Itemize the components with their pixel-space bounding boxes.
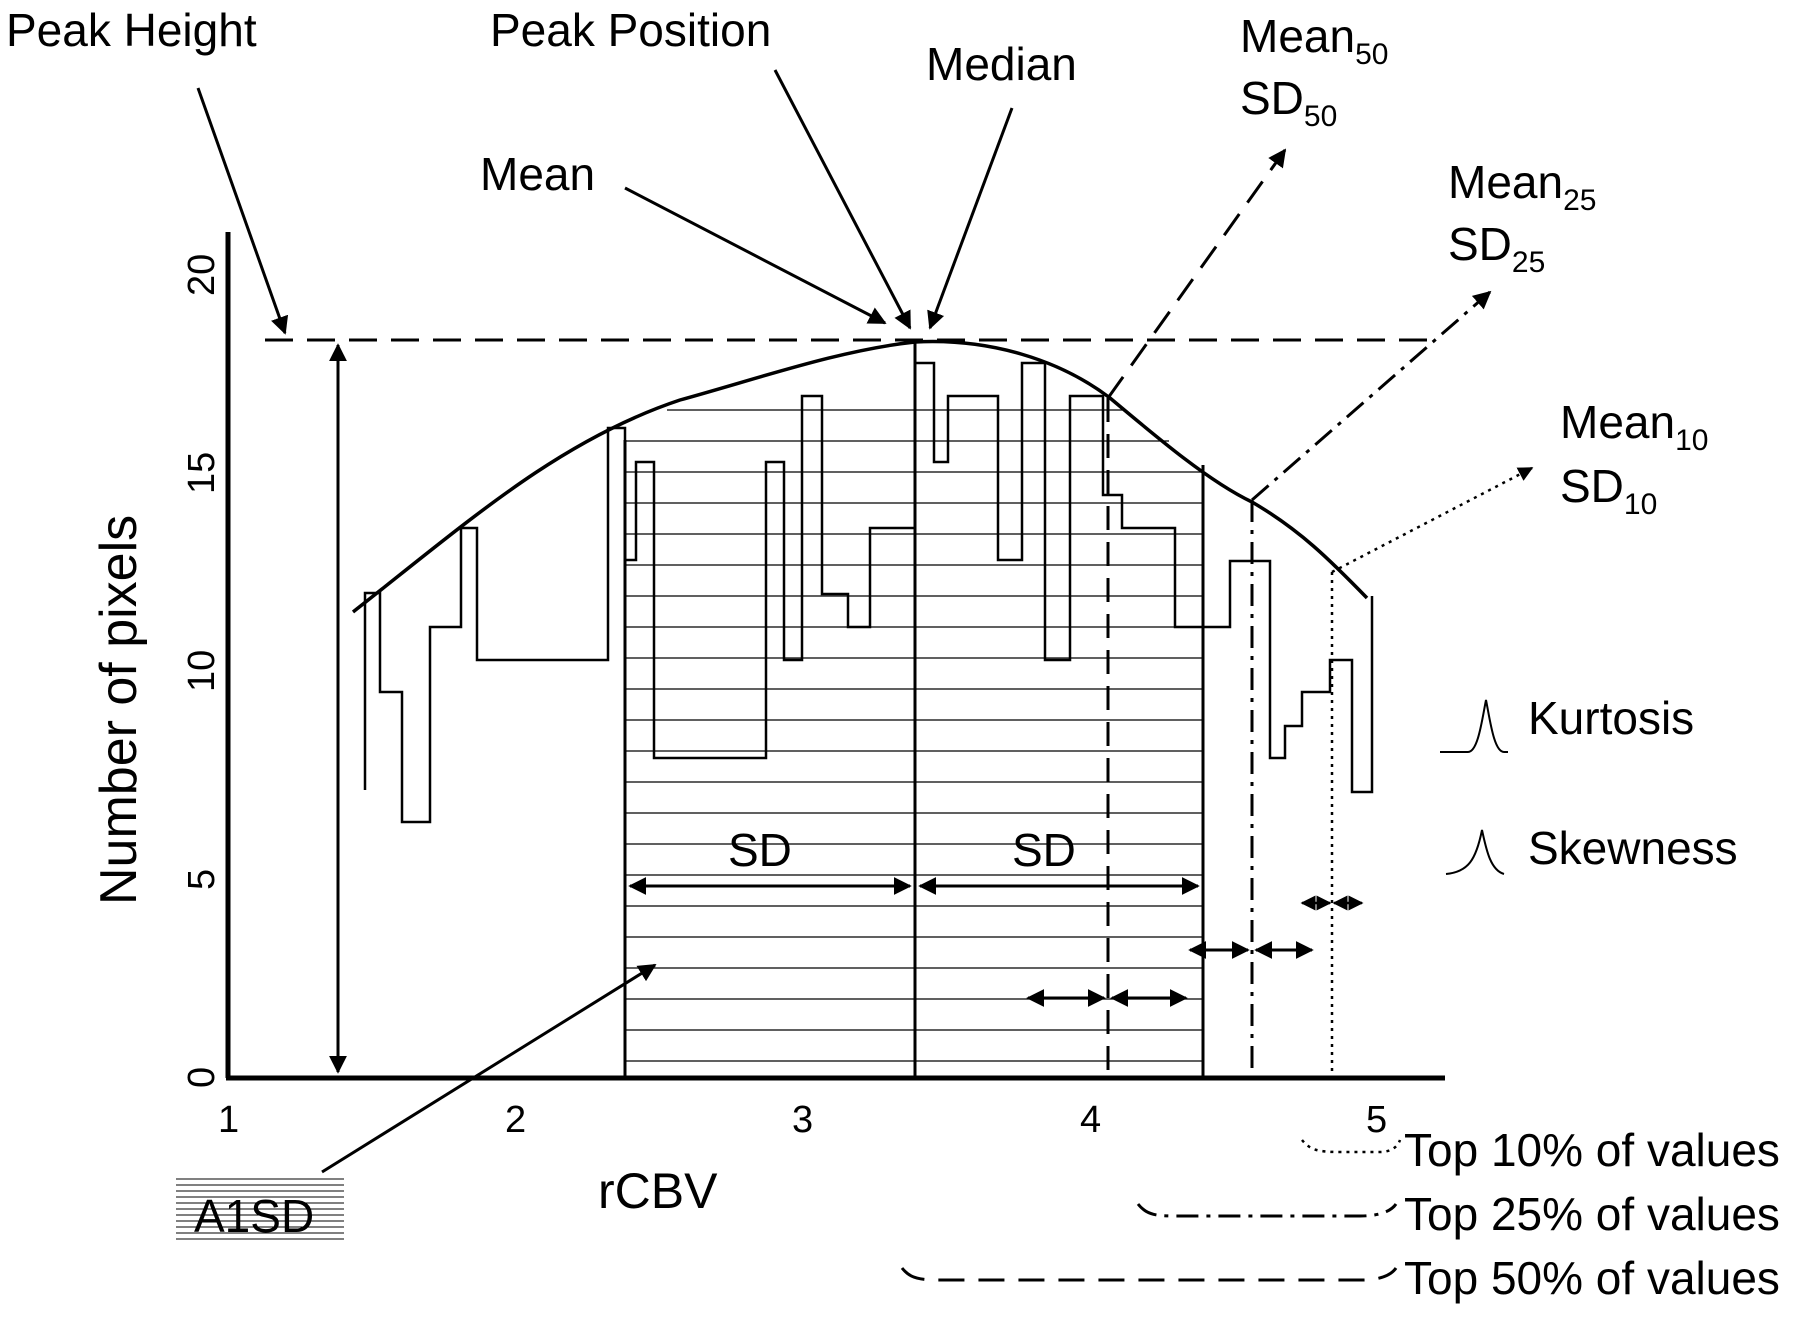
top10-pointer	[1331, 466, 1534, 574]
mean-label: Mean	[480, 148, 595, 200]
top50-legend-swatch	[900, 1267, 1398, 1282]
mean-pointer	[624, 186, 887, 325]
histogram-steps	[363, 361, 1374, 824]
x-tick-2: 2	[505, 1099, 526, 1141]
x-tick-5: 5	[1366, 1099, 1387, 1141]
mean50-label: Mean50	[1240, 10, 1388, 71]
x-tick-labels: 1 2 3 4 5	[218, 1099, 1387, 1141]
x-tick-3: 3	[792, 1099, 813, 1141]
x-tick-1: 1	[218, 1099, 239, 1141]
top25-pointer	[1251, 290, 1492, 502]
line-style-legend: Top 10% of values Top 25% of values Top …	[900, 1124, 1780, 1304]
skewness-icon	[1445, 829, 1505, 875]
y-tick-20: 20	[181, 254, 223, 296]
x-tick-4: 4	[1080, 1099, 1101, 1141]
top25-legend-swatch	[1136, 1203, 1398, 1218]
sd-left-label: SD	[728, 824, 792, 876]
y-tick-0: 0	[181, 1067, 223, 1088]
mean10-label: Mean10	[1560, 396, 1708, 457]
a1sd-legend-swatch	[176, 1178, 344, 1242]
top10-legend-label: Top 10% of values	[1404, 1124, 1780, 1176]
mean25-label: Mean25	[1448, 156, 1596, 217]
peak-position-pointer	[773, 69, 912, 330]
top50-legend-label: Top 50% of values	[1404, 1252, 1780, 1304]
sd10-label: SD10	[1560, 460, 1657, 521]
a1sd-pointer	[321, 963, 657, 1174]
x-axis-title: rCBV	[598, 1163, 718, 1219]
top50-pointer	[1106, 148, 1287, 399]
y-tick-labels: 0 5 10 15 20	[181, 254, 223, 1088]
y-tick-10: 10	[181, 650, 223, 692]
y-axis-title: Number of pixels	[90, 515, 148, 905]
y-tick-5: 5	[181, 869, 223, 890]
fitted-curve	[351, 339, 1369, 614]
peak-position-label: Peak Position	[490, 4, 771, 56]
top25-legend-label: Top 25% of values	[1404, 1188, 1780, 1240]
sd25-label: SD25	[1448, 218, 1545, 279]
y-tick-15: 15	[181, 452, 223, 494]
median-pointer	[927, 107, 1014, 330]
sd50-label: SD50	[1240, 72, 1337, 133]
kurtosis-icon	[1440, 699, 1508, 753]
kurtosis-label: Kurtosis	[1528, 692, 1694, 744]
peak-height-label: Peak Height	[6, 4, 257, 56]
a1sd-label: A1SD	[194, 1190, 314, 1242]
a1sd-legend: A1SD	[176, 1178, 344, 1242]
top10-legend-swatch	[1301, 1139, 1402, 1154]
peak-height-pointer	[196, 87, 289, 335]
median-label: Median	[926, 38, 1077, 90]
sd-right-label: SD	[1012, 824, 1076, 876]
skewness-label: Skewness	[1528, 822, 1738, 874]
